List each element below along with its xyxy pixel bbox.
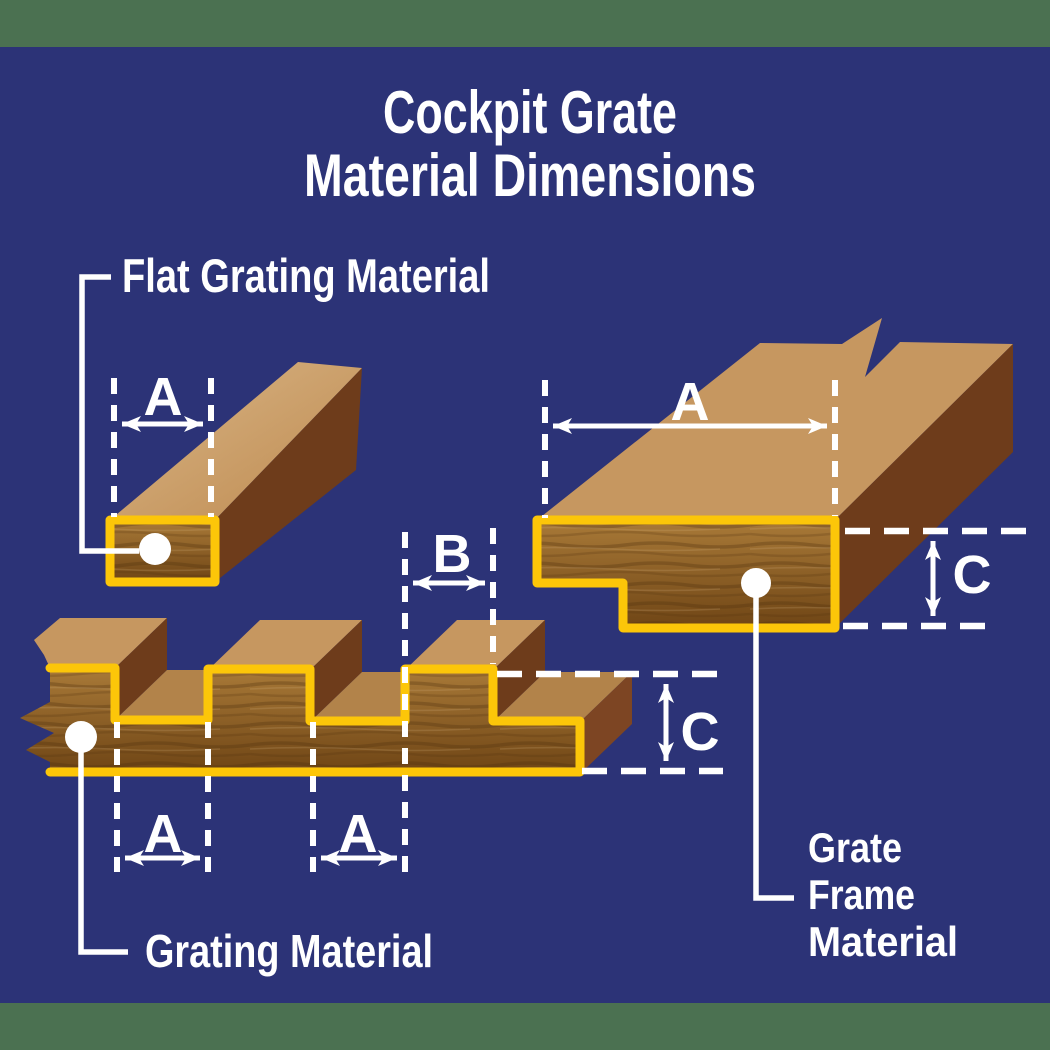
flat-grating-leader-line	[79, 274, 139, 554]
flat-bar-side-face	[215, 368, 362, 582]
dim-c-grating-label: C	[681, 702, 720, 762]
frame-front-face-grain	[537, 520, 835, 628]
flat-grating-callout-dot	[139, 533, 171, 565]
grating-callout-dot	[65, 721, 97, 753]
tooth3-top-face	[405, 620, 545, 670]
dim-a-frame: A	[542, 372, 838, 518]
flat-bar-top-face	[110, 362, 362, 520]
frame-yellow-outline	[532, 515, 840, 633]
grate-frame-label-line3: Material	[808, 918, 958, 965]
tooth1-top-face	[34, 618, 167, 668]
grating-leader-line	[78, 737, 128, 955]
dim-c-grating: C	[497, 670, 723, 775]
dim-a2-label: A	[339, 804, 378, 864]
dim-a1-groove: A	[114, 722, 211, 872]
dim-c-frame: C	[843, 527, 1035, 630]
dim-a2-groove: A	[310, 722, 397, 872]
strip-front-face-grain	[20, 668, 580, 772]
grate-frame-label-line1: Grate	[808, 824, 902, 871]
flat-grating-material-label: Flat Grating Material	[122, 249, 490, 302]
top-green-band	[0, 0, 1050, 47]
bottom-green-band	[0, 1003, 1050, 1050]
grate-frame-material-label: Grate Frame Material	[808, 824, 958, 965]
tooth2-side-face	[310, 620, 362, 722]
page-title-line2: Material Dimensions	[304, 142, 756, 209]
tooth1-side-face	[115, 618, 167, 720]
dim-a-frame-label: A	[671, 372, 710, 432]
strip-yellow-outline	[45, 663, 585, 777]
dim-b-label: B	[433, 524, 472, 584]
page-title-line1: Cockpit Grate	[383, 79, 677, 146]
dim-a-flat-bar: A	[111, 367, 214, 517]
dim-b-tooth: B	[402, 524, 496, 872]
frame-leader-line	[753, 583, 794, 901]
groove3-floor	[493, 672, 632, 722]
dim-a-flat-label: A	[144, 367, 183, 427]
frame-side-face	[835, 344, 1013, 628]
grating-strip	[20, 618, 632, 777]
grating-material-label: Grating Material	[145, 925, 433, 977]
strip-end-face	[580, 672, 632, 774]
grate-frame-label-line2: Frame	[808, 871, 915, 918]
frame-callout-dot	[741, 568, 771, 598]
dim-c-frame-label: C	[953, 545, 992, 605]
dim-a1-label: A	[144, 804, 183, 864]
tooth2-top-face	[208, 620, 362, 670]
